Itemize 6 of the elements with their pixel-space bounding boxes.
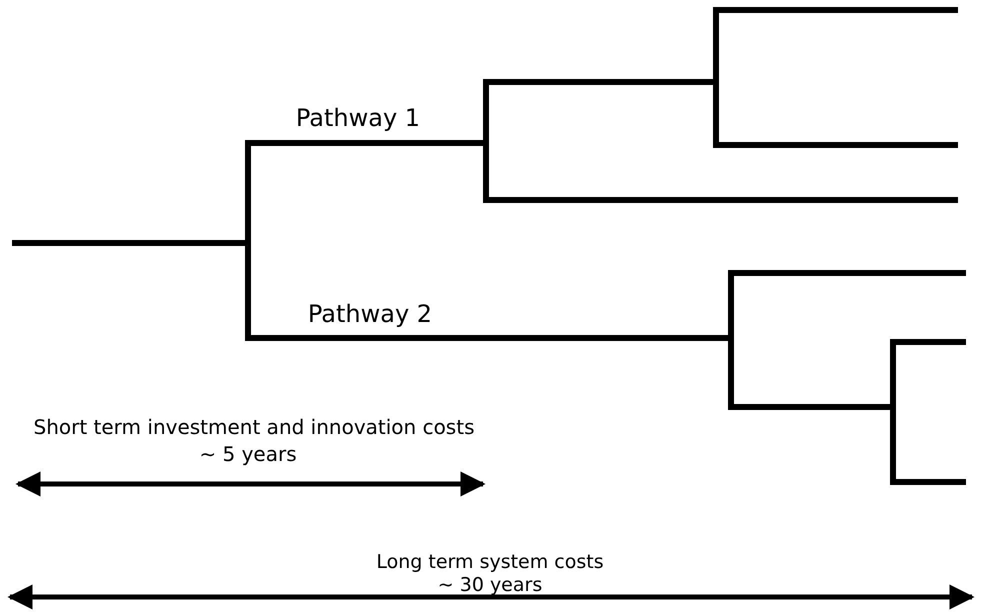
timespan-label: Short term investment and innovation costs <box>34 417 474 437</box>
duration-label: ~ 5 years <box>199 444 297 464</box>
branch-label: Pathway 2 <box>308 302 432 326</box>
duration-label: ~ 30 years <box>438 576 542 595</box>
branch-label: Pathway 1 <box>296 106 420 130</box>
timespan-label: Long term system costs <box>376 553 604 572</box>
